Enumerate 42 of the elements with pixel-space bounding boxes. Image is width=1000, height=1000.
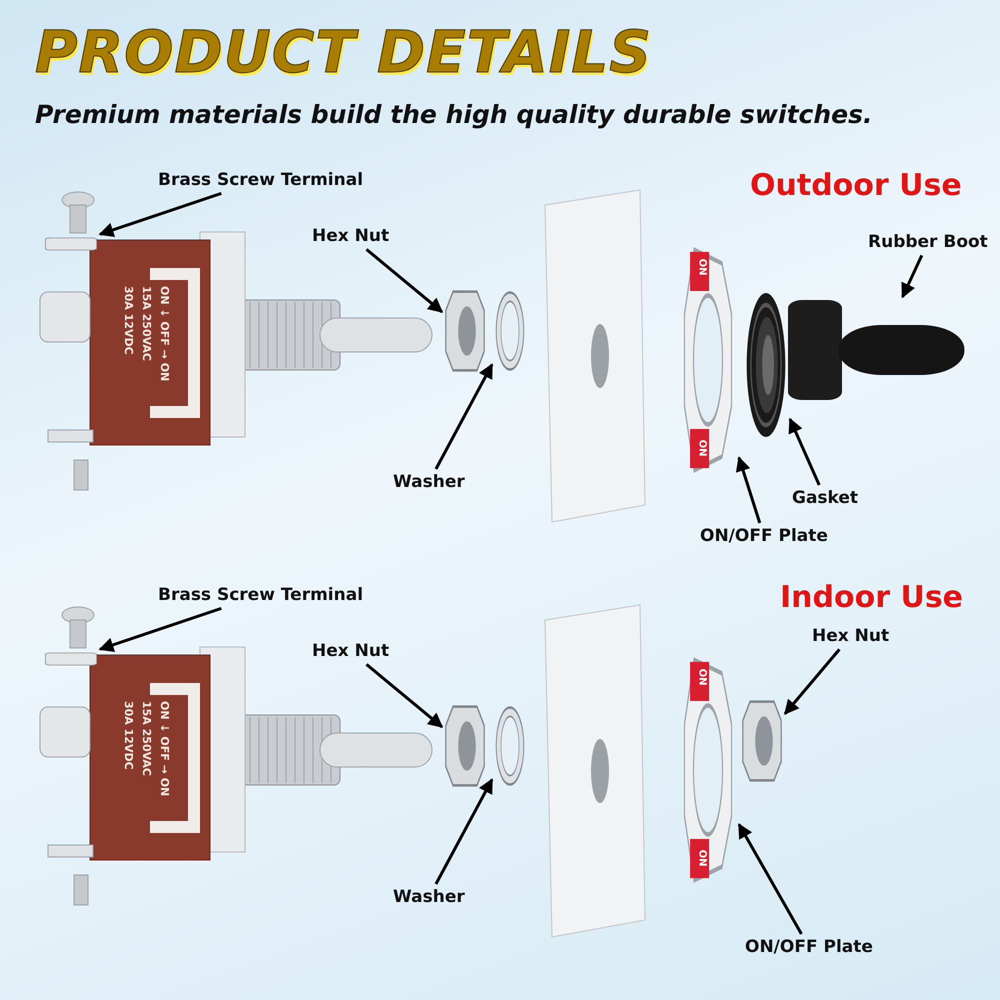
rating-text: ON ↓ OFF → ON — [158, 701, 171, 796]
tab-text: ON — [696, 668, 706, 686]
title: PRODUCT DETAILS — [35, 18, 652, 86]
leader-arrow — [366, 248, 444, 314]
leader-arrow — [434, 363, 494, 470]
rating-text: 15A 250VAC — [140, 701, 153, 776]
washer — [495, 705, 525, 787]
hex-nut — [742, 700, 782, 782]
part-label: Washer — [393, 887, 465, 908]
part-label: Hex Nut — [312, 641, 390, 662]
part-label: Brass Screw Terminal — [158, 585, 364, 606]
subtitle: Premium materials build the high quality durable switches. — [35, 100, 872, 129]
rating-text: ON ↓ OFF → ON — [158, 286, 171, 382]
part-label: Hex Nut — [312, 226, 390, 246]
leader-arrow — [738, 823, 803, 935]
gasket — [745, 290, 787, 440]
leader-arrow — [366, 663, 444, 728]
leader-arrow — [736, 456, 762, 524]
part-label: ON/OFF Plate — [745, 937, 873, 958]
leader-arrow — [434, 778, 494, 885]
part-label: Gasket — [792, 488, 858, 508]
part-label: Brass Screw Terminal — [158, 170, 364, 190]
tab-text: ON — [696, 440, 706, 456]
hex-nut — [445, 290, 485, 372]
washer — [495, 290, 525, 372]
part-label: Rubber Boot — [868, 232, 988, 252]
leader-arrow — [98, 192, 222, 238]
leader-arrow — [784, 648, 841, 715]
part-label: Hex Nut — [812, 626, 890, 646]
tab-text: ON — [696, 850, 706, 866]
tab-text: ON — [696, 258, 706, 276]
leader-arrow — [98, 606, 222, 652]
leader-arrow — [901, 254, 924, 298]
rating-text: 30A 12VDC — [122, 286, 135, 355]
section-heading: Outdoor Use — [750, 168, 962, 203]
part-label: Washer — [393, 472, 465, 492]
leader-arrow — [788, 418, 821, 486]
rating-text: 30A 12VDC — [122, 701, 135, 770]
hex-nut — [445, 705, 485, 787]
section-heading: Indoor Use — [780, 580, 964, 615]
part-label: ON/OFF Plate — [700, 526, 828, 546]
rating-text: 15A 250VAC — [140, 286, 153, 361]
